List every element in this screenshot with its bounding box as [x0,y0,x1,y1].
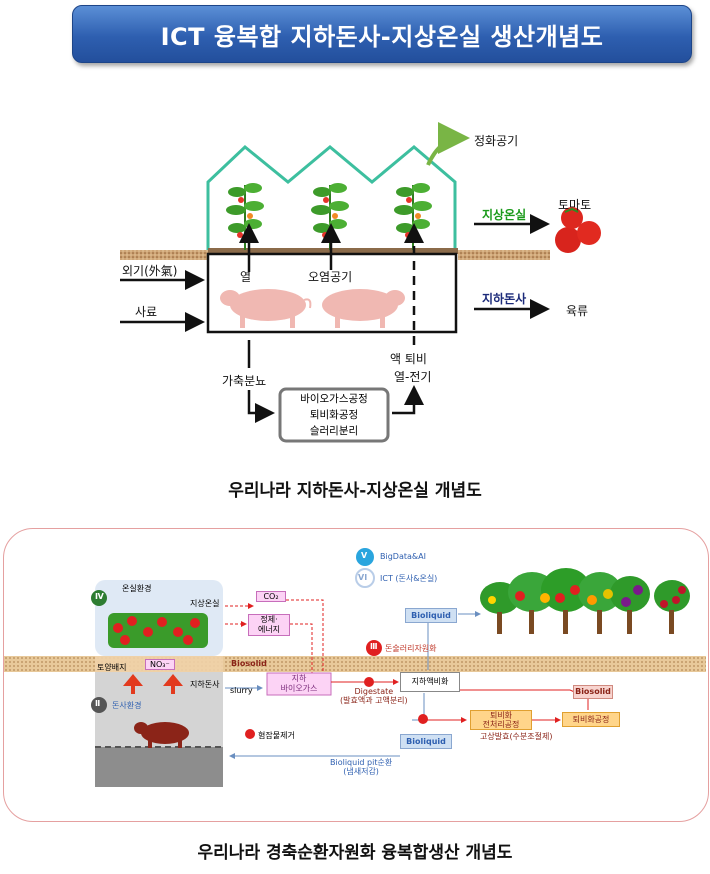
greenhouse-label: 지상온실 [482,208,527,222]
liquid-fert-box: 지하액비화 [400,672,460,692]
roman-ii: Ⅱ [95,699,101,708]
biosolid-right-label: Biosolid [575,687,611,696]
process-compost: 퇴비화공정 [309,409,359,421]
energy-box: 정제· 에너지 [248,614,290,636]
diagram1-caption: 우리나라 지하돈사-지상온실 개념도 [228,481,482,501]
bigdata-label: BigData&AI [380,552,426,561]
biogas-label-2: 바이오가스 [280,684,318,693]
nutrient-up-arrow [123,674,143,694]
purified-air-arrow [426,122,470,166]
soil-strip-left [120,250,208,260]
purified-air-label: 정화공기 [474,134,519,148]
pig-env-label: 돈사환경 [112,701,142,710]
co2-label: CO₂ [263,592,279,601]
bioliquid-mid-box: Bioliquid [400,734,452,749]
soil-strip-right [458,250,550,260]
solid-ferment-label: 고상발효(수분조절제) [480,732,553,741]
heat-power-label: 열-전기 [394,370,432,384]
tomato-label: 토마토 [558,198,592,212]
nutrient-up-arrow [163,674,183,694]
pre-compost-box: 퇴비화 전처리공정 [470,710,532,730]
tomato-icon [555,207,601,253]
pig-barn-label: 지하돈사 [190,680,220,689]
biogas-label-1: 지하 [291,674,307,683]
process-box-outline [278,387,390,443]
diagram-livestock-resource-cycle: V VI BigData&AI ICT (돈사&온실) Ⅳ Ⅱ Ⅲ 온실환경 지… [0,528,710,828]
pre-compost-label-1: 퇴비화 [489,711,513,720]
polluted-air-label: 오염공기 [308,270,353,284]
recycle-label: 돈술러리자원화 [385,644,437,653]
co2-box: CO₂ [256,591,286,602]
roman-iv: Ⅳ [95,592,104,601]
process-slurry: 슬러리분리 [309,425,359,437]
biosolid-right-box: Biosolid [573,685,613,699]
process-list: 바이오가스공정 퇴비화공정 슬러리분리 [282,391,386,439]
no3-box: NO₃⁻ [145,659,175,670]
greenhouse-label: 지상온실 [190,599,220,608]
bioliquid-pit-label: Bioliquid pit순환 (냄새저감) [330,758,392,776]
no3-label: NO₃⁻ [150,660,170,669]
ict-label: ICT (돈사&온실) [380,574,438,583]
pre-compost-label-2: 전처리공정 [482,720,520,729]
pit-column [95,747,223,787]
feed-label: 사료 [135,305,158,319]
roman-iii: Ⅲ [370,642,378,651]
digestate-label-2: (발효액과 고액분리) [340,696,408,705]
diagram-underground-barn-greenhouse: 정화공기 외기(外氣) 사료 열 오염공기 지상온실 토마토 지하돈사 육류 가… [0,100,710,501]
digestate-label-1: Digestate [354,687,394,696]
bioliquid-mid-label: Bioliquid [406,737,446,746]
greenhouse-tomatoes [108,613,208,648]
pit-removal-label: 혐잡물제거 [258,731,295,740]
page-title-banner: ICT 융복합 지하돈사-지상온실 생산개념도 [72,5,692,63]
pig-barn-label: 지하돈사 [482,292,527,306]
greenhouse-roof [206,145,457,250]
pig-icon [134,722,189,748]
energy-label-2: 에너지 [257,625,281,634]
roman-vi: VI [358,573,368,582]
bioliquid-pit-label-1: Bioliquid pit순환 [330,758,393,767]
bioliquid-pit-label-2: (냄새저감) [343,767,379,776]
digestate-label: Digestate (발효액과 고액분리) [340,687,408,705]
heat-label: 열 [240,270,252,284]
ground-layer [208,248,458,254]
process-to-energy-arrow [392,385,424,415]
bioliquid-top-box: Bioliquid [405,608,457,623]
tomato-plant [226,183,264,250]
manure-label: 가축분뇨 [222,374,267,388]
compost-label: 퇴비화공정 [572,715,610,724]
liquid-compost-label: 액 퇴비 [390,352,427,366]
biogas-box: 지하 바이오가스 [269,674,329,694]
process-biogas: 바이오가스공정 [300,393,368,405]
diagram2-graphics [4,548,706,787]
biosolid-label: Biosolid [231,659,267,668]
compost-box: 퇴비화공정 [562,712,620,727]
energy-label-1: 정제· [260,615,278,624]
page-title: ICT 융복합 지하돈사-지상온실 생산개념도 [160,22,604,51]
pig-silhouette [322,289,405,328]
greenhouse-env-label: 온실환경 [122,584,152,593]
bioliquid-top-label: Bioliquid [411,611,451,620]
pig-silhouette [220,289,312,328]
liquid-fert-label: 지하액비화 [411,677,449,686]
roman-v: V [361,551,368,560]
soil-layer-label: 토양배지 [97,663,127,672]
meat-label: 육류 [566,304,589,318]
slurry-label: slurry [230,686,253,695]
manure-to-process-arrow [247,390,275,423]
diagram2-caption: 우리나라 경축순환자원화 융복합생산 개념도 [197,843,513,863]
fruit-trees [480,568,690,634]
diagram2-frame [3,528,709,822]
diagram1-graphics [120,122,601,443]
outside-air-label: 외기(外氣) [122,264,178,278]
